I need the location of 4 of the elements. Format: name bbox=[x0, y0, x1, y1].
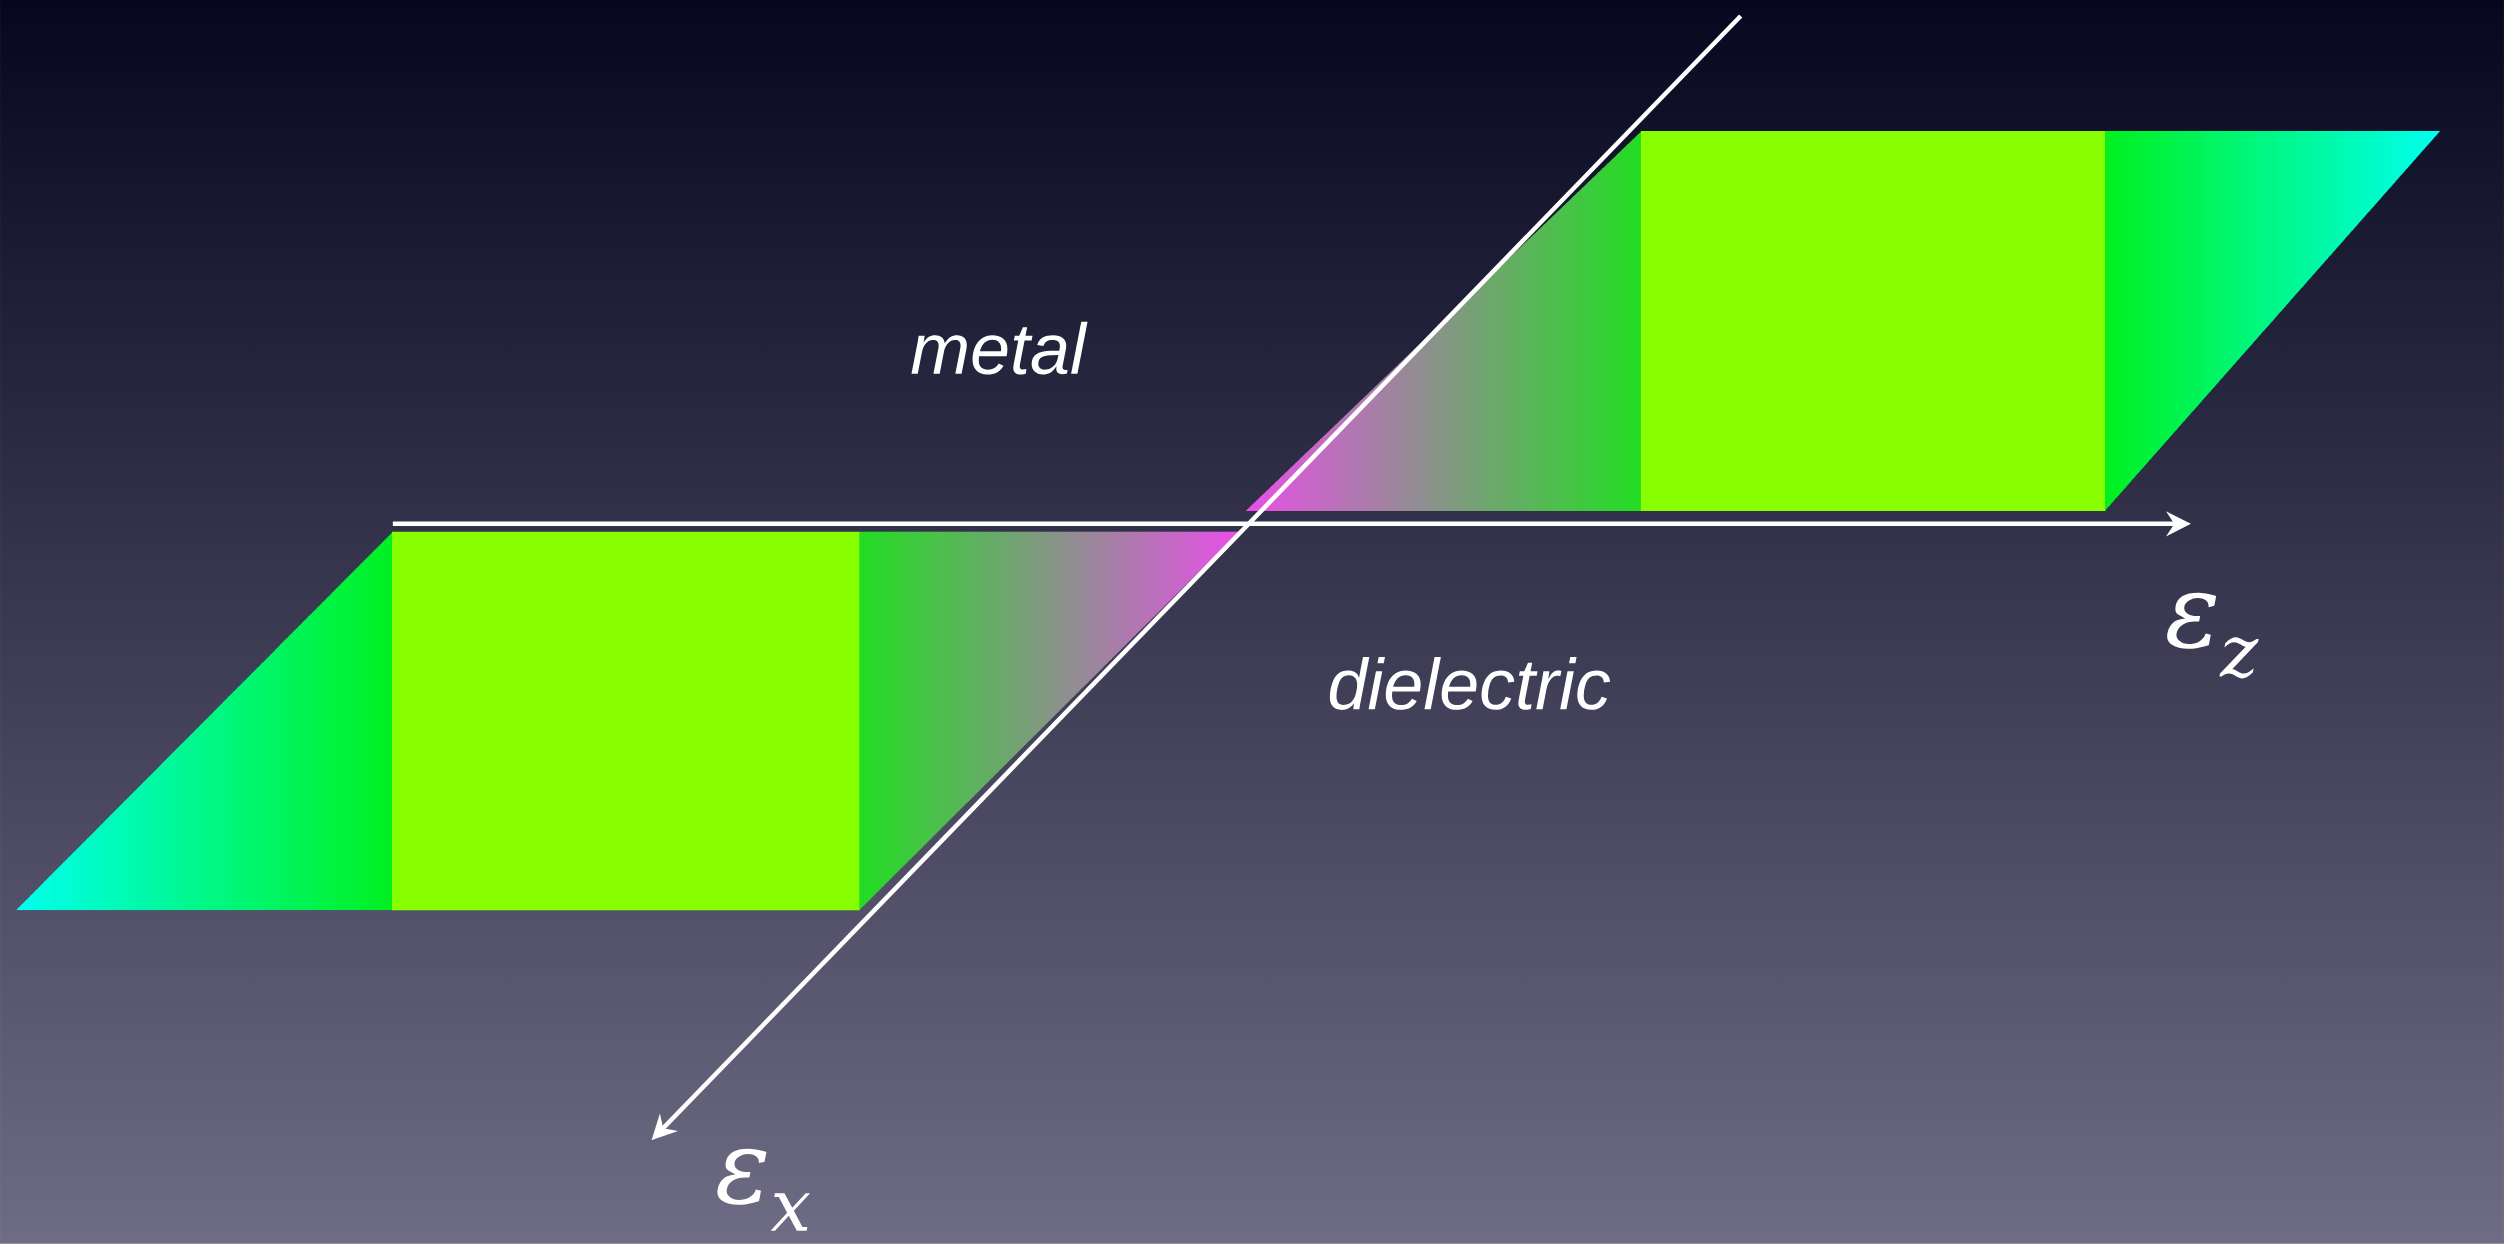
axis-label: ε$_{x}$ bbox=[717, 1148, 811, 1231]
axis-label: ε$_{z}$ bbox=[2167, 592, 2259, 679]
region-label: metal bbox=[911, 321, 1088, 375]
region-label: dielectric bbox=[1329, 657, 1611, 710]
